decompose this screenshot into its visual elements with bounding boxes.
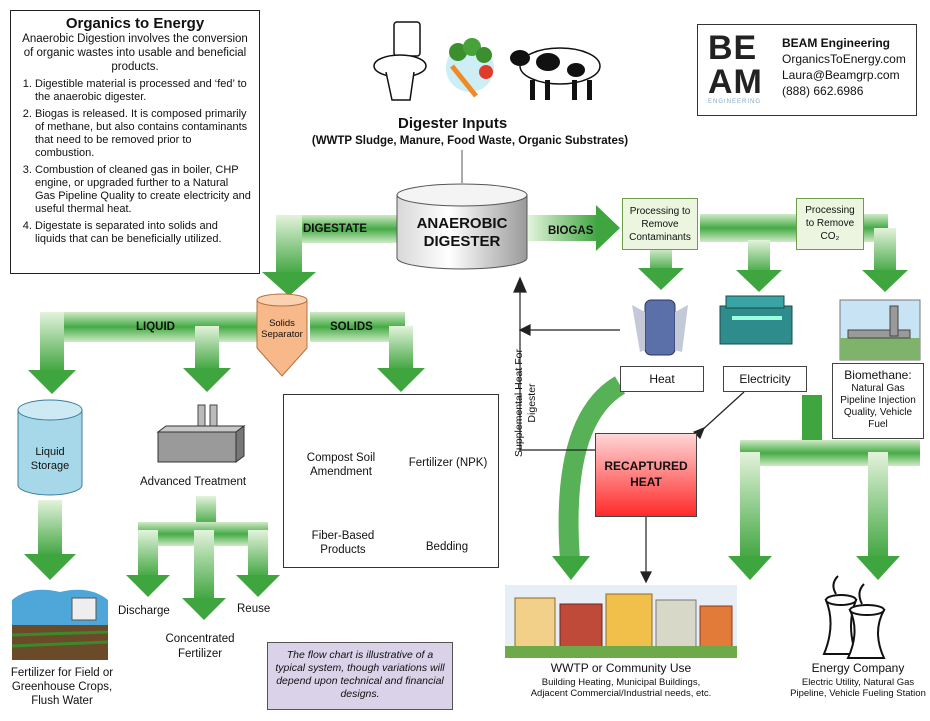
pipeline-image [839,299,921,361]
recaptured-line: HEAT [630,475,662,489]
electricity-box: Electricity [723,366,807,392]
heat-to-community-arrow [552,376,626,580]
logo-line: AM [708,63,763,101]
inputs-subtitle: (WWTP Sludge, Manure, Food Waste, Organi… [311,135,629,147]
info-step: Combustion of cleaned gas in boiler, CHP… [35,164,251,216]
biomethane-box: Biomethane: Natural Gas Pipeline Injecti… [832,363,924,439]
processing-co2-box: Processing to Remove CO₂ [796,198,864,250]
beam-logo: BE AM [708,31,763,99]
company-contact: BEAM Engineering OrganicsToEnergy.com La… [782,35,906,99]
disclaimer-note: The flow chart is illustrative of a typi… [267,642,453,710]
processing-line: to Remove [805,218,855,229]
concentrated-fertilizer-label: Concentrated Fertilizer [165,633,235,660]
boiler-image [632,299,688,356]
company-phone: (888) 662.6986 [782,84,864,98]
processing-contaminants-box: Processing to Remove Contaminants [622,198,698,250]
solids-products-box: Compost Soil Amendment Fertilizer (NPK) … [283,394,499,568]
storage-line: Storage [30,460,70,472]
separator-line: Solids [269,318,295,329]
info-title: Organics to Energy [65,15,205,32]
digester-line: DIGESTER [423,233,501,250]
advanced-treatment-label: Advanced Treatment [140,476,247,488]
info-box: Organics to Energy Anaerobic Digestion i… [10,10,260,274]
storage-to-field-arrow [24,500,76,580]
info-step: Digestible material is processed and ‘fe… [35,78,251,104]
solids-label: SOLIDS [330,321,373,333]
town-image [505,585,737,658]
digestate-arrow [262,215,398,296]
bag-text: FERTILIZER [423,422,453,434]
digester-label: ANAEROBIC DIGESTER [397,215,527,251]
bedding-label: Bedding [425,541,469,553]
digestate-label: DIGESTATE [303,223,368,235]
community-title: WWTP or Community Use [550,661,692,675]
biomethane-title: Biomethane: [844,368,912,382]
cow-image [510,47,601,100]
connector-lines [513,276,745,584]
supplemental-heat-label: Supplemental Heat For Digester [513,349,538,457]
separator-label: Solids Separator [257,318,307,340]
vegetables-image [446,38,494,98]
info-intro: Anaerobic Digestion involves the convers… [22,33,248,73]
biogas-arrow [528,205,620,251]
processing-line: Processing [805,205,855,216]
liquid-label: LIQUID [136,321,175,333]
digester-cylinder [396,183,528,270]
compost-label: Compost Soil Amendment [306,452,376,478]
toilet-image [373,21,427,101]
field-label: Fertilizer for Field or Greenhouse Crops… [10,667,114,707]
storage-line: Liquid [35,446,65,458]
info-steps: Digestible material is processed and ‘fe… [19,78,251,246]
company-email[interactable]: Laura@Beamgrp.com [782,68,900,82]
reuse-label: Reuse [237,603,271,615]
logo-subtitle: ENGINEERING [708,99,762,105]
logo-line: BE [708,29,758,67]
inputs-title: Digester Inputs [398,115,508,132]
energy-distribution-arrows [728,395,920,580]
separation-arrows [28,312,425,394]
liquid-storage-tank [17,399,83,496]
advanced-treatment-unit [156,404,246,463]
processing-header-arrows [638,214,908,292]
company-website[interactable]: OrganicsToEnergy.com [782,52,906,66]
community-desc: Building Heating, Municipal Buildings, A… [530,677,712,699]
discharge-label: Discharge [118,605,170,617]
engine-image [719,295,793,345]
fertilizer-label: Fertilizer (NPK) [408,457,488,469]
separator-line: Separator [261,329,303,340]
liquid-storage-label: Liquid Storage [18,445,82,473]
treatment-arrows [126,496,280,620]
company-name: BEAM Engineering [782,36,891,50]
recaptured-heat-box: RECAPTURED HEAT [595,433,697,517]
processing-line: CO₂ [820,231,840,242]
company-card: BE AM ENGINEERING BEAM Engineering Organ… [697,24,917,116]
fiber-label: Fiber-Based Products [311,530,375,556]
separator-shape [256,293,308,377]
digester-line: ANAEROBIC [416,215,508,232]
info-step: Digestate is separated into solids and l… [35,220,251,246]
field-image [11,589,109,660]
heat-box: Heat [620,366,704,392]
energy-company-title: Energy Company [811,661,905,675]
biogas-label: BIOGAS [548,225,594,237]
info-step: Biogas is released. It is composed prima… [35,108,251,160]
recaptured-line: RECAPTURED [604,459,688,473]
energy-company-desc: Electric Utility, Natural Gas Pipeline, … [790,677,926,699]
biomethane-desc: Natural Gas Pipeline Injection Quality, … [840,383,916,430]
cooling-towers-image [822,575,886,659]
